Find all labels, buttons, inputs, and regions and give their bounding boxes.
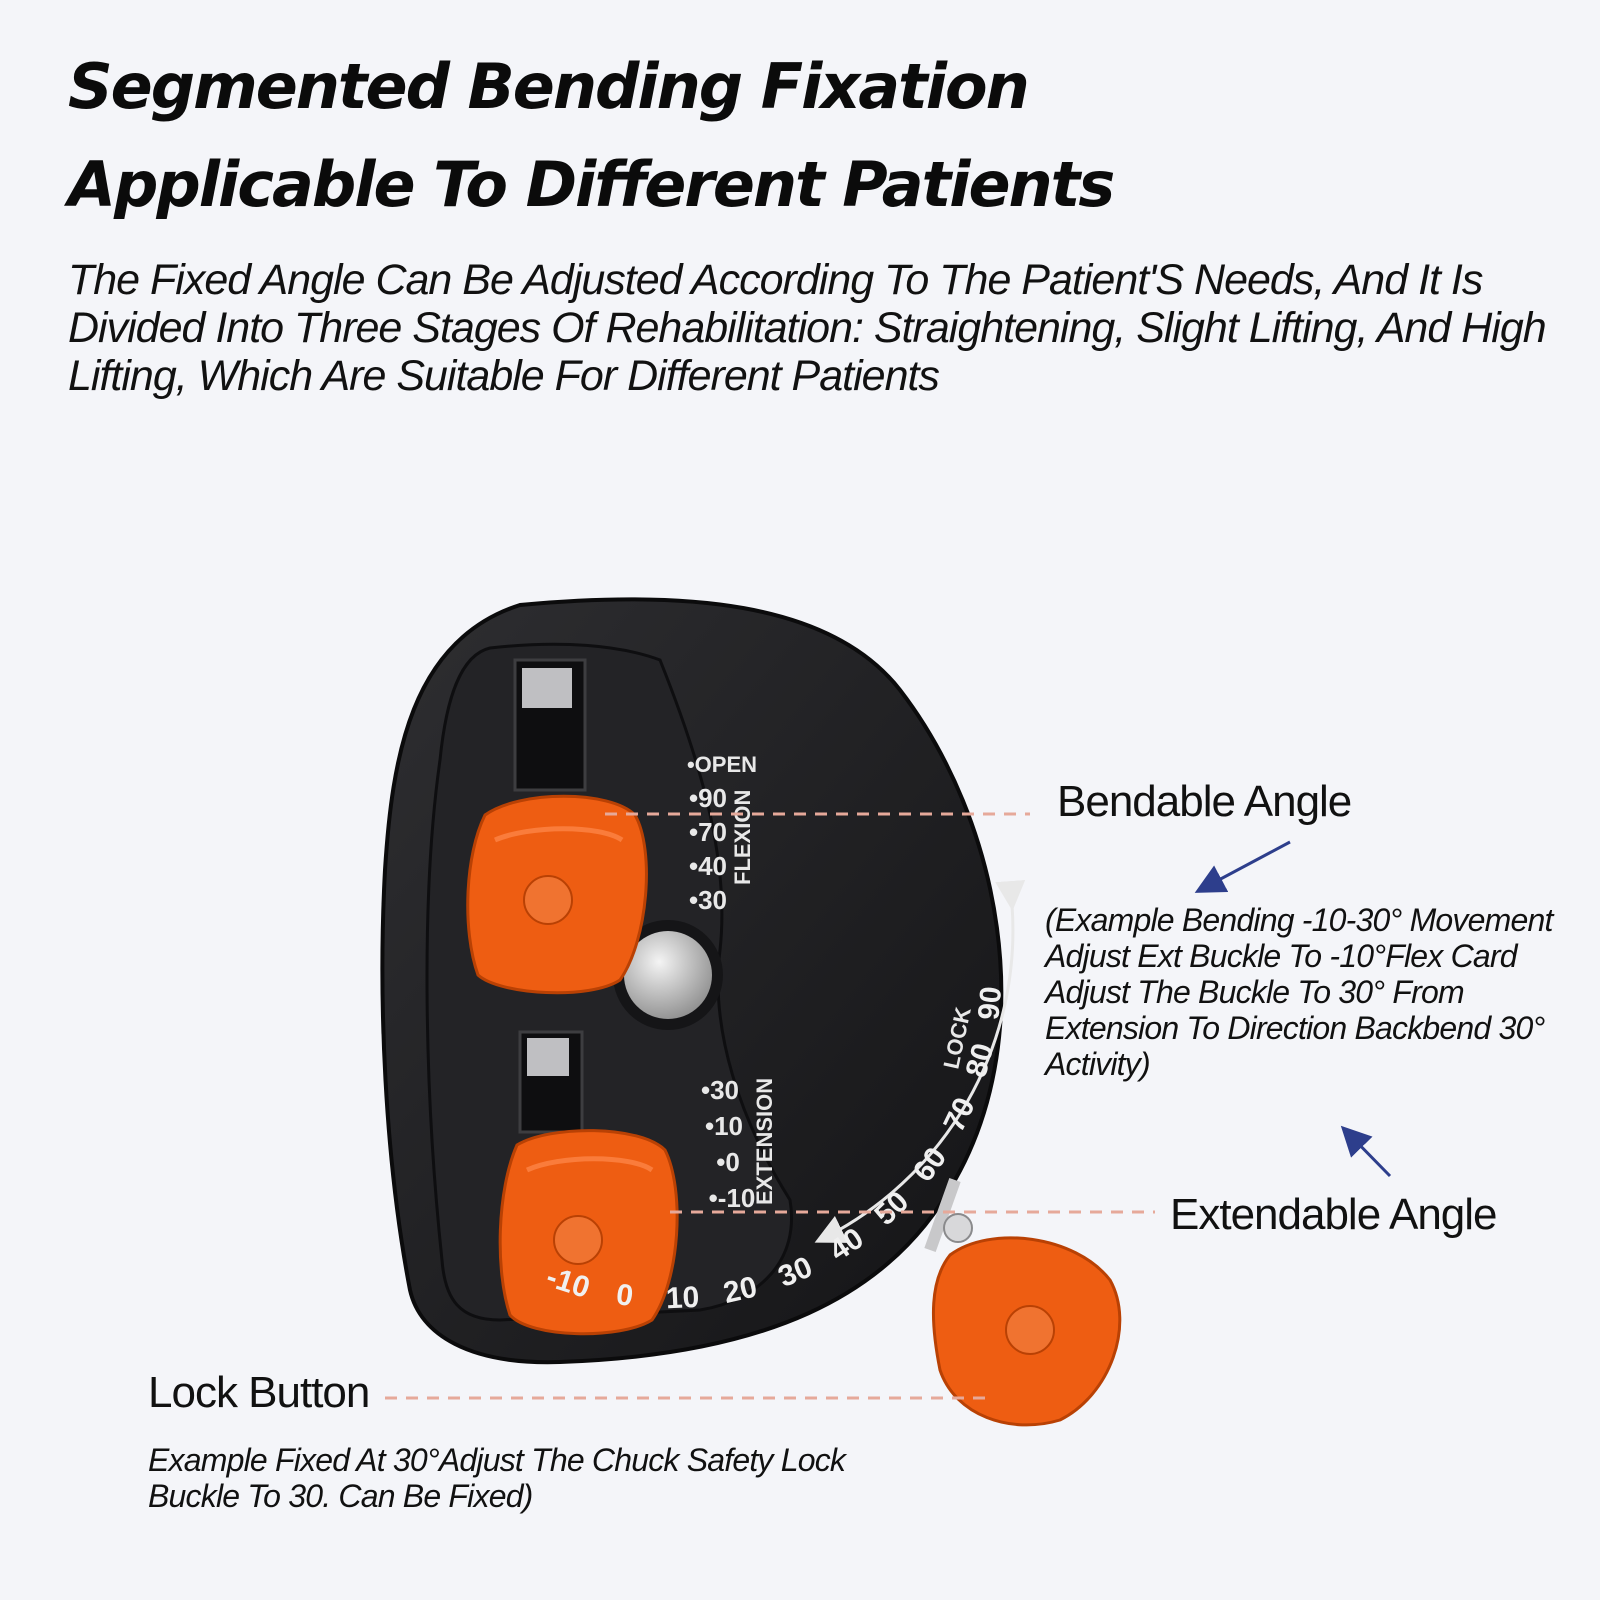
- bendable-angle-note: (Example Bending -10-30° Movement Adjust…: [1045, 902, 1553, 1082]
- dial-mark: 90: [972, 985, 1008, 1021]
- extension-label: EXTENSION: [752, 1078, 777, 1205]
- description: The Fixed Angle Can Be Adjusted Accordin…: [68, 256, 1547, 400]
- extension-mark: •-10: [709, 1183, 756, 1213]
- flexion-mark: •70: [689, 817, 727, 847]
- extension-mark: •10: [705, 1111, 743, 1141]
- flexion-mark: •30: [689, 885, 727, 915]
- extension-buckle[interactable]: [498, 1129, 679, 1336]
- flexion-mark: •40: [689, 851, 727, 881]
- lock-button-title: Lock Button: [148, 1368, 370, 1417]
- flexion-mark: •90: [689, 783, 727, 813]
- headline-line-1: Segmented Bending Fixation: [68, 50, 1030, 123]
- center-pin: [624, 931, 712, 1019]
- flexion-buckle[interactable]: [466, 794, 648, 995]
- headline-line-2: Applicable To Different Patients: [68, 148, 1115, 221]
- flexion-mark: •OPEN: [687, 752, 757, 777]
- dial-mark: 0: [614, 1278, 635, 1313]
- dial-mark: 10: [665, 1281, 700, 1315]
- extendable-arrow: [1340, 1125, 1392, 1178]
- extension-mark: •30: [701, 1075, 739, 1105]
- extendable-angle-title: Extendable Angle: [1170, 1190, 1498, 1239]
- lock-button-note: Example Fixed At 30°Adjust The Chuck Saf…: [148, 1442, 846, 1514]
- bendable-angle-title: Bendable Angle: [1057, 777, 1352, 826]
- bendable-arrow: [1194, 840, 1291, 893]
- flexion-label: FLEXION: [730, 790, 755, 885]
- extension-mark: •0: [716, 1147, 740, 1177]
- lock-button[interactable]: [931, 1236, 1122, 1427]
- dial-arrow: [814, 879, 1026, 1243]
- dial-mark: 20: [720, 1270, 760, 1310]
